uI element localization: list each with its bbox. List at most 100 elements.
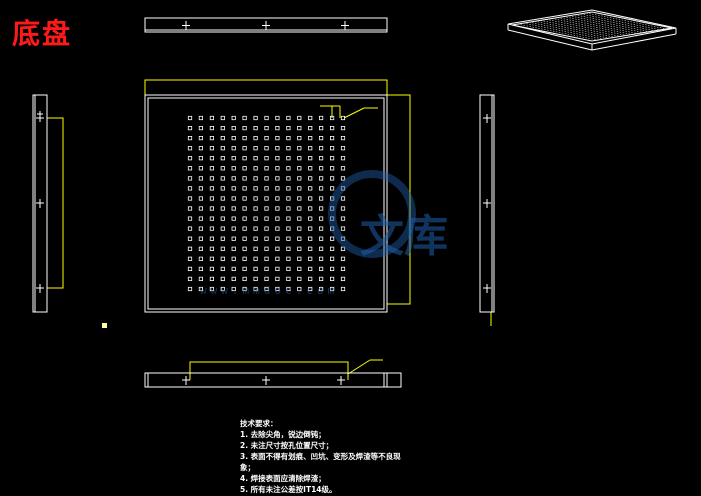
dimension-lines bbox=[47, 79, 492, 380]
hole bbox=[253, 115, 258, 121]
hole bbox=[318, 236, 324, 241]
hole bbox=[286, 115, 291, 121]
hole bbox=[198, 276, 203, 282]
hole bbox=[340, 156, 346, 161]
hole bbox=[187, 166, 193, 171]
hole bbox=[340, 135, 346, 141]
hole bbox=[242, 286, 247, 292]
hole bbox=[340, 196, 346, 201]
hole bbox=[286, 236, 291, 241]
hole bbox=[329, 135, 335, 141]
hole bbox=[231, 246, 236, 251]
hole bbox=[209, 166, 214, 171]
hole bbox=[220, 256, 225, 261]
note-item: 2. 未注尺寸按孔位置尺寸； bbox=[240, 441, 334, 450]
hole bbox=[220, 246, 225, 251]
hole bbox=[187, 226, 193, 231]
hole bbox=[297, 226, 302, 231]
hole bbox=[340, 126, 346, 131]
hole bbox=[340, 246, 346, 251]
hole bbox=[242, 166, 247, 171]
hole bbox=[264, 266, 269, 272]
note-item: 5. 所有未注公差按IT14级。 bbox=[240, 485, 337, 494]
hole bbox=[264, 236, 269, 241]
hole bbox=[308, 126, 313, 131]
hole bbox=[286, 276, 291, 282]
hole bbox=[340, 226, 346, 231]
hole bbox=[198, 286, 203, 292]
hole bbox=[253, 286, 258, 292]
hole bbox=[329, 236, 335, 241]
hole bbox=[209, 156, 214, 161]
iso-hole-row bbox=[551, 18, 633, 35]
iso-hole-row bbox=[534, 21, 615, 38]
hole bbox=[264, 126, 269, 131]
hole bbox=[231, 115, 236, 121]
watermark-text: 文库 bbox=[360, 211, 448, 262]
hole bbox=[329, 206, 335, 211]
hole bbox=[264, 256, 269, 261]
hole bbox=[187, 115, 193, 121]
hole bbox=[308, 186, 313, 191]
hole bbox=[318, 286, 324, 292]
hole bbox=[318, 115, 324, 121]
iso-hole-row bbox=[563, 16, 644, 33]
iso-hole-row bbox=[546, 19, 627, 36]
hole bbox=[275, 196, 280, 201]
hole bbox=[253, 266, 258, 272]
hole bbox=[275, 126, 280, 131]
hole bbox=[231, 216, 236, 221]
hole bbox=[308, 146, 313, 151]
hole bbox=[264, 156, 269, 161]
hole bbox=[231, 236, 236, 241]
hole bbox=[329, 286, 335, 292]
hole bbox=[308, 246, 313, 251]
hole bbox=[318, 206, 324, 211]
technical-notes: 技术要求： 1. 去除尖角，锐边倒钝； 2. 未注尺寸按孔位置尺寸； 3. 表面… bbox=[240, 418, 401, 495]
hole bbox=[318, 246, 324, 251]
hole bbox=[187, 266, 193, 272]
hole bbox=[286, 286, 291, 292]
isometric-view bbox=[507, 9, 677, 51]
hole bbox=[286, 186, 291, 191]
iso-hole-row bbox=[574, 14, 655, 32]
hole bbox=[209, 206, 214, 211]
iso-hole-row bbox=[540, 20, 621, 37]
hole bbox=[242, 236, 247, 241]
hole bbox=[209, 226, 214, 231]
hole bbox=[318, 196, 324, 201]
hole bbox=[318, 256, 324, 261]
hole bbox=[275, 266, 280, 272]
hole bbox=[308, 206, 313, 211]
hole bbox=[220, 216, 225, 221]
hole bbox=[297, 236, 302, 241]
hole bbox=[187, 206, 193, 211]
hole bbox=[340, 216, 346, 221]
hole bbox=[264, 206, 269, 211]
hole bbox=[209, 186, 214, 191]
hole bbox=[231, 126, 236, 131]
hole bbox=[318, 126, 324, 131]
hole bbox=[242, 186, 247, 191]
hole bbox=[340, 146, 346, 151]
hole bbox=[198, 246, 203, 251]
iso-hole-row bbox=[529, 21, 610, 39]
hole bbox=[297, 246, 302, 251]
hole bbox=[253, 166, 258, 171]
hole bbox=[329, 156, 335, 161]
watermark-logo bbox=[328, 170, 416, 258]
hole bbox=[220, 156, 225, 161]
hole bbox=[198, 216, 203, 221]
hole bbox=[297, 216, 302, 221]
hole bbox=[253, 156, 258, 161]
bottom-side-view bbox=[144, 372, 402, 388]
hole bbox=[297, 156, 302, 161]
hole bbox=[220, 286, 225, 292]
hole bbox=[275, 256, 280, 261]
hole bbox=[231, 176, 236, 181]
hole bbox=[231, 135, 236, 141]
hole bbox=[198, 196, 203, 201]
iso-hole-row bbox=[517, 23, 598, 41]
hole bbox=[198, 236, 203, 241]
hole bbox=[318, 266, 324, 272]
